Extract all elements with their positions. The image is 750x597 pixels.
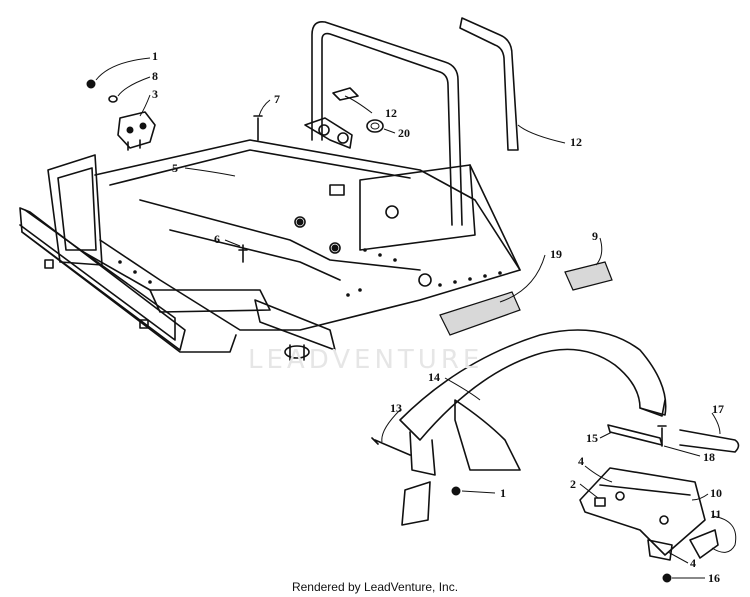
callout-1-top: 1 — [152, 49, 158, 63]
footer-credit: Rendered by LeadVenture, Inc. — [291, 580, 459, 594]
grommet — [366, 119, 384, 133]
callout-12-strap: 12 — [570, 135, 582, 149]
callout-12-pad: 12 — [385, 106, 397, 120]
bolt-6 — [238, 244, 248, 263]
callout-5: 5 — [172, 161, 178, 175]
handle — [679, 429, 740, 453]
callout-13: 13 — [390, 401, 402, 415]
clip-11 — [689, 529, 719, 559]
callout-11: 11 — [710, 507, 721, 521]
callout-1-lower: 1 — [500, 486, 506, 500]
nut-16 — [662, 573, 672, 583]
bracket-15 — [607, 424, 663, 446]
callout-14: 14 — [428, 370, 440, 384]
decal-9 — [564, 261, 613, 291]
callout-20: 20 — [398, 126, 410, 140]
chassis-frame — [19, 139, 521, 361]
callout-3: 3 — [152, 87, 158, 101]
callout-8: 8 — [152, 69, 158, 83]
skid-plate — [579, 467, 706, 561]
callout-7: 7 — [274, 92, 280, 106]
switch-assembly — [117, 111, 156, 151]
callout-4-top: 4 — [578, 454, 584, 468]
bolt-7 — [253, 115, 263, 141]
grab-strap — [459, 17, 519, 151]
bolt-13 — [371, 437, 411, 456]
callout-4-bottom: 4 — [690, 556, 696, 570]
leader-lines — [95, 57, 737, 579]
mount-bracket — [401, 481, 431, 526]
roll-bar — [304, 20, 463, 226]
callout-17: 17 — [712, 402, 724, 416]
callout-6: 6 — [214, 232, 220, 246]
watermark-text: LEADVENTURE — [248, 345, 484, 375]
fender — [399, 329, 667, 476]
callout-2: 2 — [570, 477, 576, 491]
bolt-18 — [657, 425, 667, 447]
callout-19: 19 — [550, 247, 562, 261]
nut-1-lower — [451, 486, 461, 496]
pad — [332, 87, 359, 101]
callout-10: 10 — [710, 486, 722, 500]
callout-18: 18 — [703, 450, 715, 464]
nut — [86, 79, 96, 89]
decal-19 — [439, 291, 521, 336]
callout-9: 9 — [592, 229, 598, 243]
callout-15: 15 — [586, 431, 598, 445]
callout-16: 16 — [708, 571, 720, 585]
washer — [108, 95, 118, 103]
